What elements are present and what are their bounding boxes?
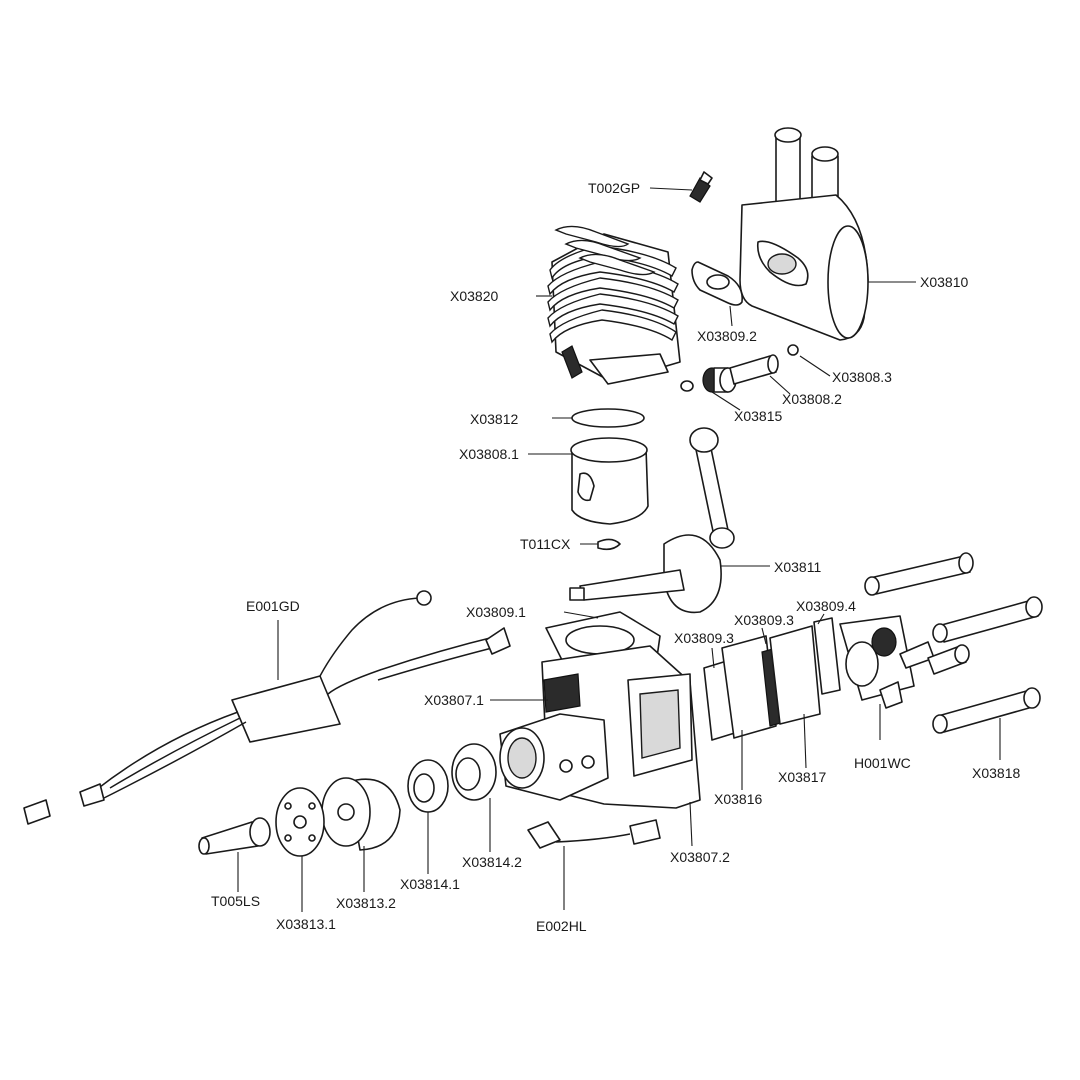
label-e002hl: E002HL — [536, 918, 587, 934]
intake-stack — [703, 617, 841, 741]
label-e001gd: E001GD — [246, 598, 300, 614]
label-x03812: X03812 — [470, 411, 518, 427]
piston-pin-set — [680, 344, 799, 393]
exhaust-gasket — [691, 261, 744, 306]
piston-ring — [571, 408, 645, 428]
label-h001wc: H001WC — [854, 755, 911, 771]
bolts — [864, 552, 1043, 734]
hall-sensor — [527, 819, 661, 849]
label-x03813-1: X03813.1 — [276, 916, 336, 932]
part-labels: T002GP X03820 X03810 X03809.2 X03808.3 X… — [211, 180, 1020, 934]
label-x03816: X03816 — [714, 791, 762, 807]
label-x03807-1: X03807.1 — [424, 692, 484, 708]
label-x03815: X03815 — [734, 408, 782, 424]
label-x03814-1: X03814.1 — [400, 876, 460, 892]
prop-hub — [275, 777, 401, 857]
label-x03817: X03817 — [778, 769, 826, 785]
label-x03809-2: X03809.2 — [697, 328, 757, 344]
ignition-module — [23, 590, 511, 825]
label-x03820: X03820 — [450, 288, 498, 304]
prop-shaft — [198, 817, 271, 855]
label-x03809-4: X03809.4 — [796, 598, 856, 614]
label-x03810: X03810 — [920, 274, 968, 290]
label-t011cx: T011CX — [520, 536, 571, 552]
label-x03809-3-upper: X03809.3 — [734, 612, 794, 628]
label-x03809-1: X03809.1 — [466, 604, 526, 620]
label-x03813-2: X03813.2 — [336, 895, 396, 911]
leader-lines — [237, 187, 1001, 912]
label-t005ls: T005LS — [211, 893, 260, 909]
spark-plug — [689, 171, 713, 203]
bearings — [407, 743, 497, 813]
label-x03808-1: X03808.1 — [459, 446, 519, 462]
label-t002gp: T002GP — [588, 180, 640, 196]
label-x03807-2: X03807.2 — [670, 849, 730, 865]
cylinder — [547, 225, 681, 385]
crankshaft — [569, 427, 735, 614]
piston — [570, 437, 649, 525]
label-x03811: X03811 — [774, 559, 821, 575]
label-x03818: X03818 — [972, 765, 1020, 781]
carburetor — [839, 615, 935, 709]
label-x03808-2: X03808.2 — [782, 391, 842, 407]
crankcase — [499, 645, 701, 809]
label-x03808-3: X03808.3 — [832, 369, 892, 385]
label-x03809-3-lower: X03809.3 — [674, 630, 734, 646]
label-x03814-2: X03814.2 — [462, 854, 522, 870]
muffler — [739, 127, 869, 341]
woodruff-key — [597, 538, 621, 551]
